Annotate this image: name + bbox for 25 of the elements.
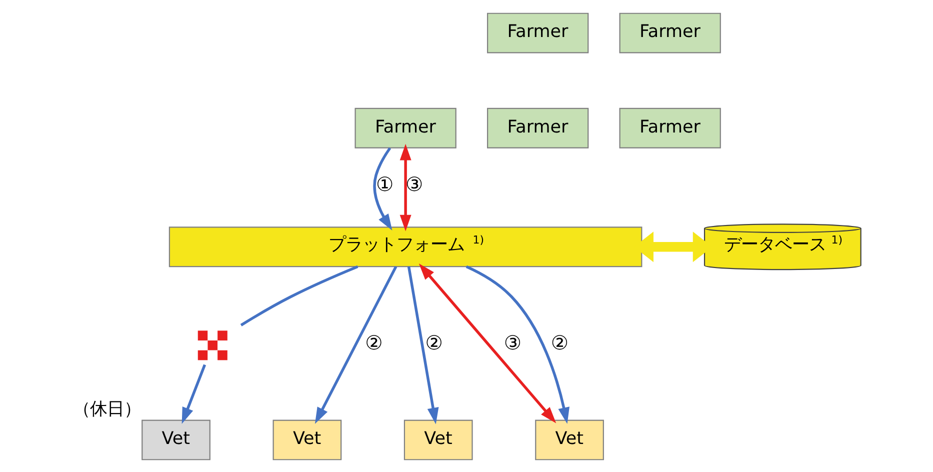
arrow (466, 264, 570, 424)
edge-label: ③ (406, 172, 424, 196)
edge-label: ① (376, 172, 394, 196)
node-box: Vet (272, 419, 342, 460)
node-label: （休日） (73, 399, 142, 420)
arrow (182, 364, 206, 424)
node-box: Farmer (487, 107, 589, 148)
connector (240, 264, 358, 326)
edge-label: ② (550, 331, 569, 354)
node-box: Farmer (354, 107, 456, 148)
node-box: Farmer (619, 12, 721, 53)
edge-label: ③ (504, 331, 522, 354)
edge-label: ② (365, 331, 383, 354)
node-box: Farmer (619, 107, 721, 148)
arrow (314, 266, 398, 424)
arrow (407, 266, 439, 424)
arrow (418, 263, 556, 423)
arrow (373, 146, 392, 230)
node-box: Vet (404, 419, 473, 460)
node-box: Vet (142, 419, 210, 460)
edge-label: ② (425, 331, 443, 354)
node-box: Vet (535, 419, 604, 460)
node-box: プラットフォーム$^{1)}$ (168, 226, 642, 267)
node-box: Farmer (487, 12, 589, 53)
arrow (400, 143, 412, 231)
